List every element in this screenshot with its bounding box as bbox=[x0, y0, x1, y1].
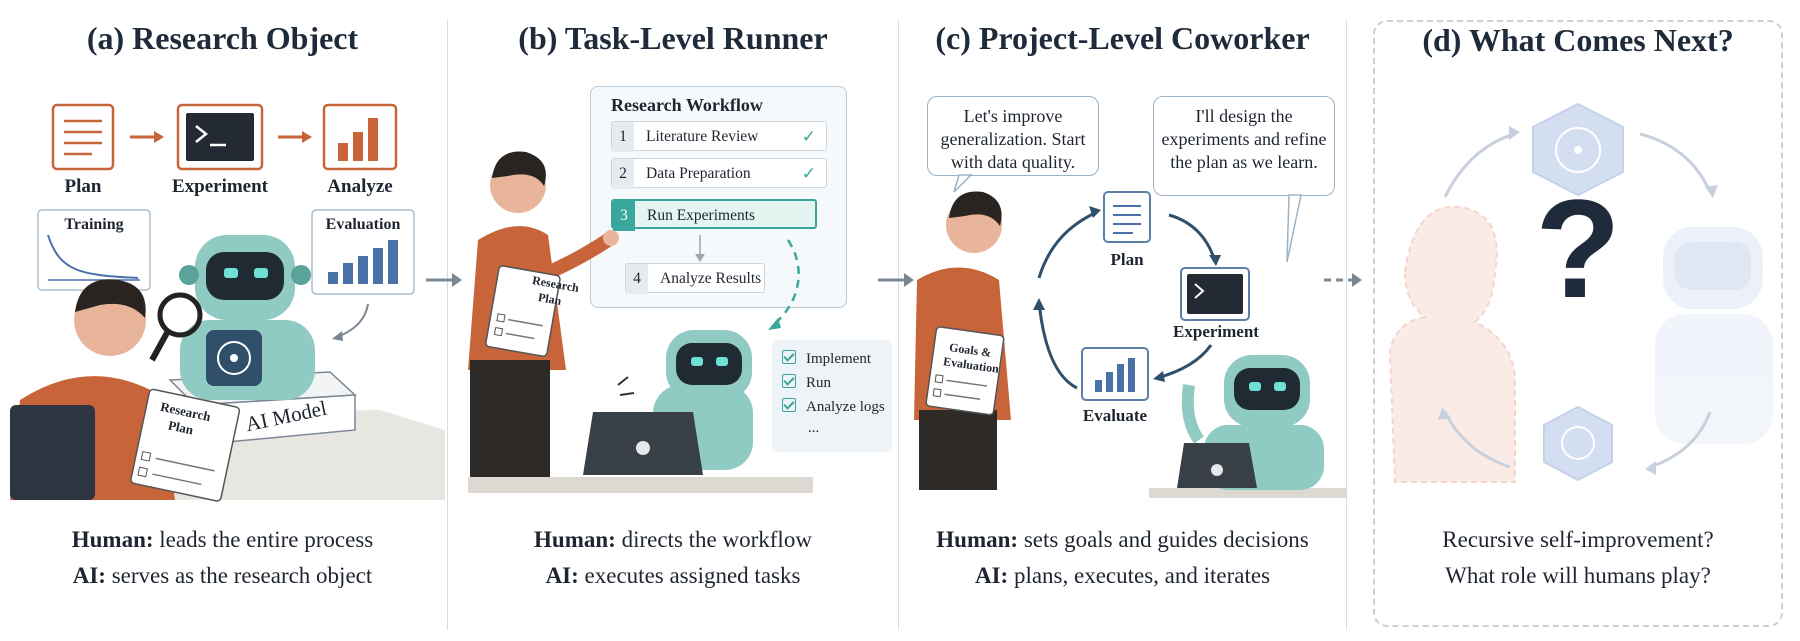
divider-cd bbox=[1346, 20, 1347, 630]
divider-bc bbox=[898, 20, 899, 630]
faded-human-silhouette bbox=[1388, 205, 1516, 483]
panel-d-line-1: Recursive self-improvement? bbox=[1442, 527, 1714, 552]
arrow-right-icon bbox=[278, 131, 312, 143]
robot bbox=[617, 330, 753, 470]
human-role: directs the workflow bbox=[621, 527, 812, 552]
panel-research-object: (a) Research Object bbox=[0, 0, 445, 641]
ai-speech-bubble: I'll design the experiments and refine t… bbox=[1153, 96, 1335, 196]
panel-project-level-coworker: (c) Project-Level Coworker Let's improve… bbox=[899, 0, 1346, 641]
ai-key: AI: bbox=[545, 563, 579, 588]
panel-a-title: (a) Research Object bbox=[86, 20, 359, 56]
ai-role: plans, executes, and iterates bbox=[1013, 563, 1271, 588]
arrow-right-icon bbox=[426, 273, 462, 287]
panel-c-illustration bbox=[914, 174, 1346, 498]
terminal-icon bbox=[1180, 267, 1250, 321]
network-node-icon bbox=[1543, 405, 1613, 482]
laptop-icon bbox=[1177, 443, 1257, 488]
goals-clipboard bbox=[925, 326, 1005, 416]
cycle-label-experiment: Experiment bbox=[1173, 322, 1259, 341]
panel-c-title: (c) Project-Level Coworker bbox=[935, 20, 1310, 56]
panel-a-ai-caption: AI: serves as the research object bbox=[0, 563, 445, 589]
human-key: Human: bbox=[71, 527, 154, 552]
bar-chart-icon bbox=[1081, 347, 1149, 401]
evaluation-card-label: Evaluation bbox=[325, 216, 401, 233]
human-speech-bubble: Let's improve generalization. Start with… bbox=[927, 96, 1099, 176]
workflow-title: Research Workflow bbox=[611, 95, 763, 115]
panel-d-illustration bbox=[1388, 102, 1773, 483]
plan-document-icon bbox=[1103, 191, 1151, 243]
plan-document-icon bbox=[51, 103, 115, 171]
ai-role: executes assigned tasks bbox=[584, 563, 801, 588]
human-role: sets goals and guides decisions bbox=[1023, 527, 1309, 552]
robot bbox=[179, 235, 315, 400]
evaluation-card bbox=[311, 209, 415, 295]
terminal-icon bbox=[176, 103, 264, 171]
human-key: Human: bbox=[534, 527, 616, 552]
checklist-more: ... bbox=[808, 420, 820, 436]
panel-d-title: (d) What Comes Next? bbox=[1422, 22, 1734, 58]
faded-robot-silhouette bbox=[1655, 227, 1773, 444]
panel-c-human-caption: Human: sets goals and guides decisions bbox=[899, 527, 1346, 553]
panel-b-human-caption: Human: directs the workflow bbox=[448, 527, 898, 553]
checkbox-icon bbox=[782, 374, 796, 388]
arrow-right-icon bbox=[878, 273, 914, 287]
panel-task-level-runner: (b) Task-Level Runner Research Workflow … bbox=[448, 0, 898, 641]
panel-a-human-caption: Human: leads the entire process bbox=[0, 527, 445, 553]
check-icon: ✓ bbox=[801, 164, 816, 183]
human-key: Human: bbox=[936, 527, 1019, 552]
checkbox-icon bbox=[782, 350, 796, 364]
checkbox-icon bbox=[782, 398, 796, 412]
training-card-label: Training bbox=[64, 216, 124, 233]
training-card bbox=[37, 209, 151, 291]
research-plan-clipboard bbox=[130, 388, 241, 502]
bar-chart-icon bbox=[322, 103, 398, 171]
cycle-label-plan: Plan bbox=[1110, 250, 1144, 269]
network-node-icon bbox=[1532, 102, 1624, 197]
flow-label-experiment: Experiment bbox=[171, 176, 269, 197]
ai-key: AI: bbox=[72, 563, 106, 588]
cycle-label-evaluate: Evaluate bbox=[1082, 406, 1148, 425]
divider-ab bbox=[447, 20, 448, 630]
checklist-item: Analyze logs bbox=[782, 398, 885, 416]
dashed-arrow-right-icon bbox=[1324, 273, 1362, 287]
ai-role: serves as the research object bbox=[111, 563, 373, 588]
checklist-item: Implement bbox=[782, 350, 871, 368]
laptop-icon bbox=[583, 412, 703, 475]
flow-label-plan: Plan bbox=[64, 176, 102, 197]
panel-b-ai-caption: AI: executes assigned tasks bbox=[448, 563, 898, 589]
research-plan-clipboard bbox=[485, 265, 561, 357]
flow-label-analyze: Analyze bbox=[327, 176, 393, 197]
human-role: leads the entire process bbox=[159, 527, 374, 552]
panel-a-illustration bbox=[10, 103, 445, 502]
check-icon: ✓ bbox=[801, 127, 816, 146]
panel-d-line-2: What role will humans play? bbox=[1445, 563, 1711, 588]
panel-b-illustration bbox=[468, 151, 892, 493]
panel-b-title: (b) Task-Level Runner bbox=[518, 20, 828, 56]
arrow-right-icon bbox=[130, 131, 164, 143]
checklist-item: Run bbox=[782, 374, 831, 392]
question-mark-symbol: ? bbox=[1535, 170, 1621, 327]
panel-what-comes-next: (d) What Comes Next? bbox=[1373, 20, 1783, 627]
ai-key: AI: bbox=[974, 563, 1009, 588]
panel-c-ai-caption: AI: plans, executes, and iterates bbox=[899, 563, 1346, 589]
